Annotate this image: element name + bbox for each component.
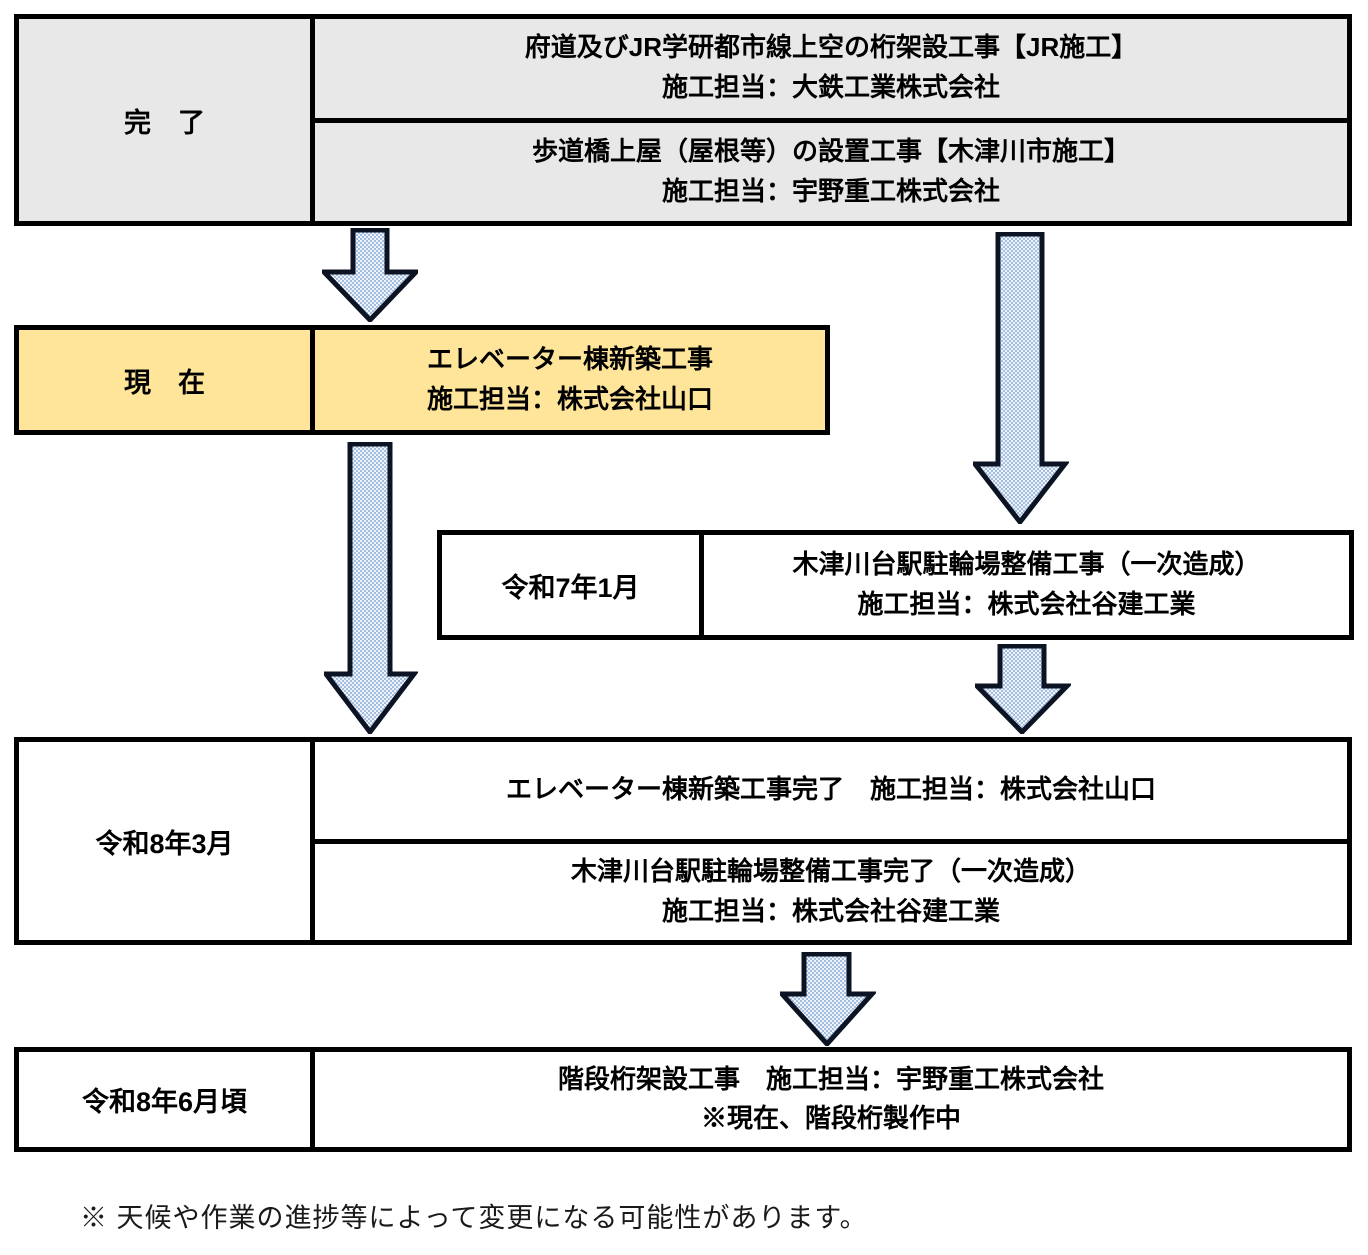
down-arrow-icon xyxy=(975,644,1071,734)
work-item-title: エレベーター棟新築工事完了 施工担当：株式会社山口 xyxy=(505,774,1156,805)
work-item-title: 木津川台駅駐輪場整備工事完了（一次造成） xyxy=(570,856,1091,887)
stage-label-completed: 完 了 xyxy=(19,19,315,221)
work-item: 府道及びJR学研都市線上空の桁架設工事【JR施工】 施工担当：大鉄工業株式会社 xyxy=(315,19,1347,118)
work-item: エレベーター棟新築工事 施工担当：株式会社山口 xyxy=(315,330,825,430)
work-item-title: 木津川台駅駐輪場整備工事（一次造成） xyxy=(792,548,1261,579)
work-item-note: ※現在、階段桁製作中 xyxy=(700,1103,961,1134)
stage-box-reiwa7-jan: 令和7年1月 木津川台駅駐輪場整備工事（一次造成） 施工担当：株式会社谷建工業 xyxy=(437,530,1354,640)
work-item-contractor: 施工担当：株式会社山口 xyxy=(426,384,713,415)
work-item-contractor: 施工担当：株式会社谷建工業 xyxy=(661,895,1000,926)
stage-label-reiwa7-jan: 令和7年1月 xyxy=(442,535,704,635)
stage-box-reiwa8-mar: 令和8年3月 エレベーター棟新築工事完了 施工担当：株式会社山口 木津川台駅駐輪… xyxy=(14,737,1352,945)
down-arrow-icon xyxy=(973,232,1069,524)
work-item-contractor: 施工担当：株式会社谷建工業 xyxy=(857,589,1196,620)
stage-label-reiwa8-jun: 令和8年6月頃 xyxy=(19,1052,315,1147)
work-item-title: 階段桁架設工事 施工担当：宇野重工株式会社 xyxy=(557,1064,1104,1095)
work-item: 階段桁架設工事 施工担当：宇野重工株式会社 ※現在、階段桁製作中 xyxy=(315,1052,1347,1147)
stage-box-reiwa8-jun: 令和8年6月頃 階段桁架設工事 施工担当：宇野重工株式会社 ※現在、階段桁製作中 xyxy=(14,1047,1352,1152)
work-item: 歩道橋上屋（屋根等）の設置工事【木津川市施工】 施工担当：宇野重工株式会社 xyxy=(315,117,1347,222)
work-item: 木津川台駅駐輪場整備工事完了（一次造成） 施工担当：株式会社谷建工業 xyxy=(315,838,1347,941)
footnote: ※ 天候や作業の進捗等によって変更になる可能性があります。 xyxy=(80,1203,868,1233)
stage-box-completed: 完 了 府道及びJR学研都市線上空の桁架設工事【JR施工】 施工担当：大鉄工業株… xyxy=(14,14,1352,226)
stage-box-current: 現 在 エレベーター棟新築工事 施工担当：株式会社山口 xyxy=(14,325,830,435)
stage-label-current: 現 在 xyxy=(19,330,315,430)
stage-label-reiwa8-mar: 令和8年3月 xyxy=(19,742,315,940)
work-item: エレベーター棟新築工事完了 施工担当：株式会社山口 xyxy=(315,742,1347,839)
work-item-contractor: 施工担当：宇野重工株式会社 xyxy=(661,175,1000,206)
stage-content-completed: 府道及びJR学研都市線上空の桁架設工事【JR施工】 施工担当：大鉄工業株式会社 … xyxy=(315,19,1347,221)
work-item-title: エレベーター棟新築工事 xyxy=(426,343,713,374)
work-item-title: 歩道橋上屋（屋根等）の設置工事【木津川市施工】 xyxy=(531,135,1130,166)
work-item-contractor: 施工担当：大鉄工業株式会社 xyxy=(661,72,1000,103)
down-arrow-icon xyxy=(322,228,418,322)
stage-content-reiwa8-mar: エレベーター棟新築工事完了 施工担当：株式会社山口 木津川台駅駐輪場整備工事完了… xyxy=(315,742,1347,940)
stage-content-reiwa8-jun: 階段桁架設工事 施工担当：宇野重工株式会社 ※現在、階段桁製作中 xyxy=(315,1052,1347,1147)
stage-content-reiwa7-jan: 木津川台駅駐輪場整備工事（一次造成） 施工担当：株式会社谷建工業 xyxy=(704,535,1349,635)
work-item-title: 府道及びJR学研都市線上空の桁架設工事【JR施工】 xyxy=(524,32,1138,63)
work-item: 木津川台駅駐輪場整備工事（一次造成） 施工担当：株式会社谷建工業 xyxy=(704,535,1349,635)
stage-content-current: エレベーター棟新築工事 施工担当：株式会社山口 xyxy=(315,330,825,430)
down-arrow-icon xyxy=(324,442,418,734)
down-arrow-icon xyxy=(780,952,876,1046)
